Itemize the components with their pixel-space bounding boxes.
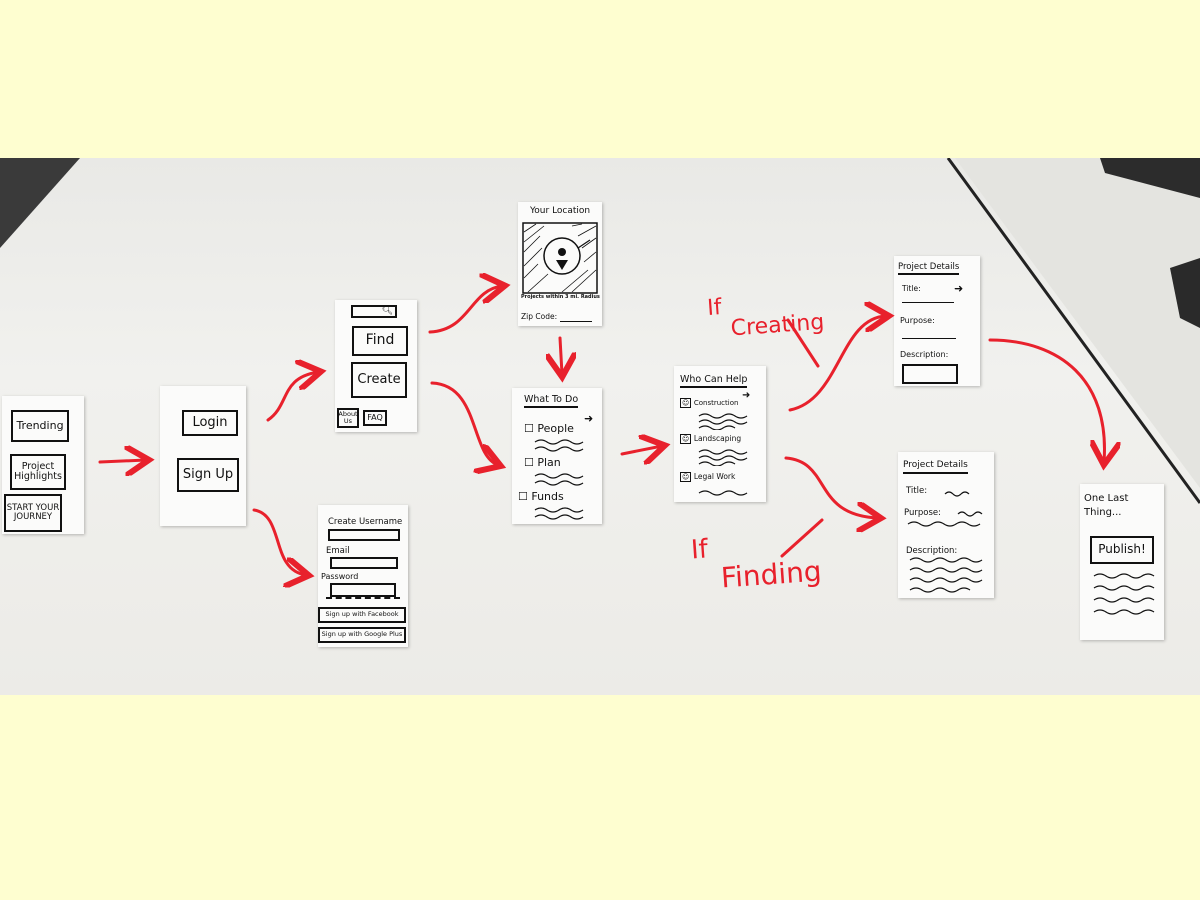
plan-scribble	[534, 473, 584, 486]
next-arrow-icon[interactable]: ➜	[954, 282, 964, 295]
find-label: Find	[365, 332, 395, 349]
avatar-icon: ☺︎	[680, 472, 692, 482]
trending-button[interactable]: Trending	[11, 410, 69, 442]
option-funds-label: Funds	[531, 490, 564, 503]
helper-construction-label: Construction	[693, 399, 739, 407]
helper-landscaping[interactable]: ☺︎ Landscaping	[680, 434, 742, 444]
find-button[interactable]: Find	[352, 326, 408, 356]
option-plan[interactable]: ☐ Plan	[524, 456, 561, 469]
title-field-label: Title:	[902, 284, 921, 293]
helper-construction[interactable]: ☺︎ Construction	[680, 398, 739, 408]
project-details-title: Project Details	[903, 460, 968, 474]
legal-work-scribble	[698, 490, 748, 496]
description-scribble	[909, 557, 983, 593]
what-to-do-title: What To Do	[524, 394, 579, 408]
location-card: Your Location Projects within 3 mi. Radi…	[518, 202, 602, 326]
start-journey-button[interactable]: START YOUR JOURNEY	[4, 494, 62, 532]
project-highlights-label: Project Highlights	[14, 460, 62, 482]
project-details-create-card: Project Details Title: ➜ Purpose: Descri…	[894, 256, 980, 386]
what-to-do-card: What To Do ➜ ☐ People ☐ Plan ☐ Funds	[512, 388, 602, 524]
final-title: One Last Thing...	[1084, 493, 1129, 518]
title-scribble	[944, 491, 970, 497]
main-menu-card: 🔍︎ Find Create About Us FAQ	[335, 300, 417, 432]
purpose-field[interactable]	[902, 338, 956, 339]
faq-label: FAQ	[367, 412, 383, 422]
publish-button[interactable]: Publish!	[1090, 536, 1154, 564]
next-arrow-icon[interactable]: ➜	[584, 412, 594, 425]
signup-label: Sign Up	[182, 466, 234, 482]
login-button[interactable]: Login	[182, 410, 238, 436]
description-field[interactable]	[902, 364, 958, 384]
project-highlights-button[interactable]: Project Highlights	[10, 454, 66, 490]
email-field[interactable]	[330, 557, 398, 569]
create-username-title: Create Username	[328, 517, 403, 527]
helper-legal-work[interactable]: ☺︎ Legal Work	[680, 472, 736, 482]
project-details-find-card: Project Details Title: Purpose: Descript…	[898, 452, 994, 598]
divider	[326, 595, 400, 599]
password-field[interactable]	[330, 583, 396, 597]
search-bar[interactable]: 🔍︎	[351, 305, 397, 318]
title-field-label: Title:	[906, 486, 928, 496]
login-label: Login	[192, 414, 228, 430]
create-button[interactable]: Create	[351, 362, 407, 398]
zip-code-label: Zip Code:	[521, 312, 558, 321]
who-can-help-title: Who Can Help	[680, 374, 748, 388]
radius-text: Projects within 3 mi. Radius	[521, 294, 600, 300]
if-creating-annotation: If Creating	[705, 290, 825, 342]
login-screen-card: Login Sign Up	[160, 386, 246, 526]
project-details-title: Project Details	[898, 262, 960, 275]
facebook-signup-button[interactable]: Sign up with Facebook	[318, 607, 406, 623]
option-people[interactable]: ☐ People	[524, 422, 574, 435]
option-funds[interactable]: ☐ Funds	[518, 490, 564, 503]
faq-button[interactable]: FAQ	[363, 410, 387, 426]
purpose-label: Purpose:	[900, 316, 935, 325]
option-people-label: People	[537, 422, 574, 435]
option-plan-label: Plan	[537, 456, 561, 469]
description-label: Description:	[900, 350, 949, 359]
about-us-label: About Us	[338, 409, 358, 425]
if-creating-line1: If	[706, 295, 723, 321]
create-label: Create	[357, 371, 401, 387]
who-can-help-card: Who Can Help ➜ ☺︎ Construction ☺︎ Landsc…	[674, 366, 766, 502]
avatar-icon: ☺︎	[680, 434, 692, 444]
table-edge	[946, 158, 1200, 504]
about-us-button[interactable]: About Us	[337, 408, 359, 428]
publish-card: One Last Thing... Publish!	[1080, 484, 1164, 640]
google-signup-button[interactable]: Sign up with Google Plus	[318, 627, 406, 643]
facebook-signup-label: Sign up with Facebook	[325, 610, 399, 619]
if-finding-line2: Finding	[719, 554, 823, 595]
signup-button[interactable]: Sign Up	[177, 458, 239, 492]
title-field[interactable]	[902, 302, 954, 303]
construction-scribble	[698, 413, 748, 430]
start-journey-label: START YOUR JOURNEY	[6, 502, 60, 522]
if-finding-annotation: If Finding	[690, 528, 823, 596]
helper-legal-work-label: Legal Work	[693, 472, 736, 481]
password-label: Password	[321, 572, 359, 581]
funds-scribble	[534, 507, 584, 520]
zip-code-field[interactable]	[560, 321, 592, 322]
username-field[interactable]	[328, 529, 400, 541]
purpose-scribble	[907, 511, 983, 527]
search-icon[interactable]: 🔍︎	[381, 305, 393, 316]
location-title: Your Location	[530, 206, 591, 216]
purpose-label: Purpose:	[904, 508, 941, 518]
email-label: Email	[326, 546, 350, 556]
trending-label: Trending	[16, 418, 64, 432]
avatar-icon: ☺︎	[680, 398, 692, 408]
publish-scribble	[1093, 573, 1155, 615]
description-label: Description:	[906, 546, 958, 556]
map-sketch	[522, 222, 598, 294]
google-signup-label: Sign up with Google Plus	[321, 630, 403, 639]
landscaping-scribble	[698, 449, 748, 466]
if-finding-line1: If	[690, 534, 709, 566]
publish-label: Publish!	[1098, 542, 1146, 557]
next-arrow-icon[interactable]: ➜	[742, 390, 751, 401]
table-corner	[0, 158, 80, 248]
helper-landscaping-label: Landscaping	[693, 434, 742, 443]
home-screen-card: Trending Project Highlights START YOUR J…	[2, 396, 84, 534]
signup-form-card: Create Username Email Password Sign up w…	[318, 505, 408, 647]
people-scribble	[534, 439, 584, 452]
